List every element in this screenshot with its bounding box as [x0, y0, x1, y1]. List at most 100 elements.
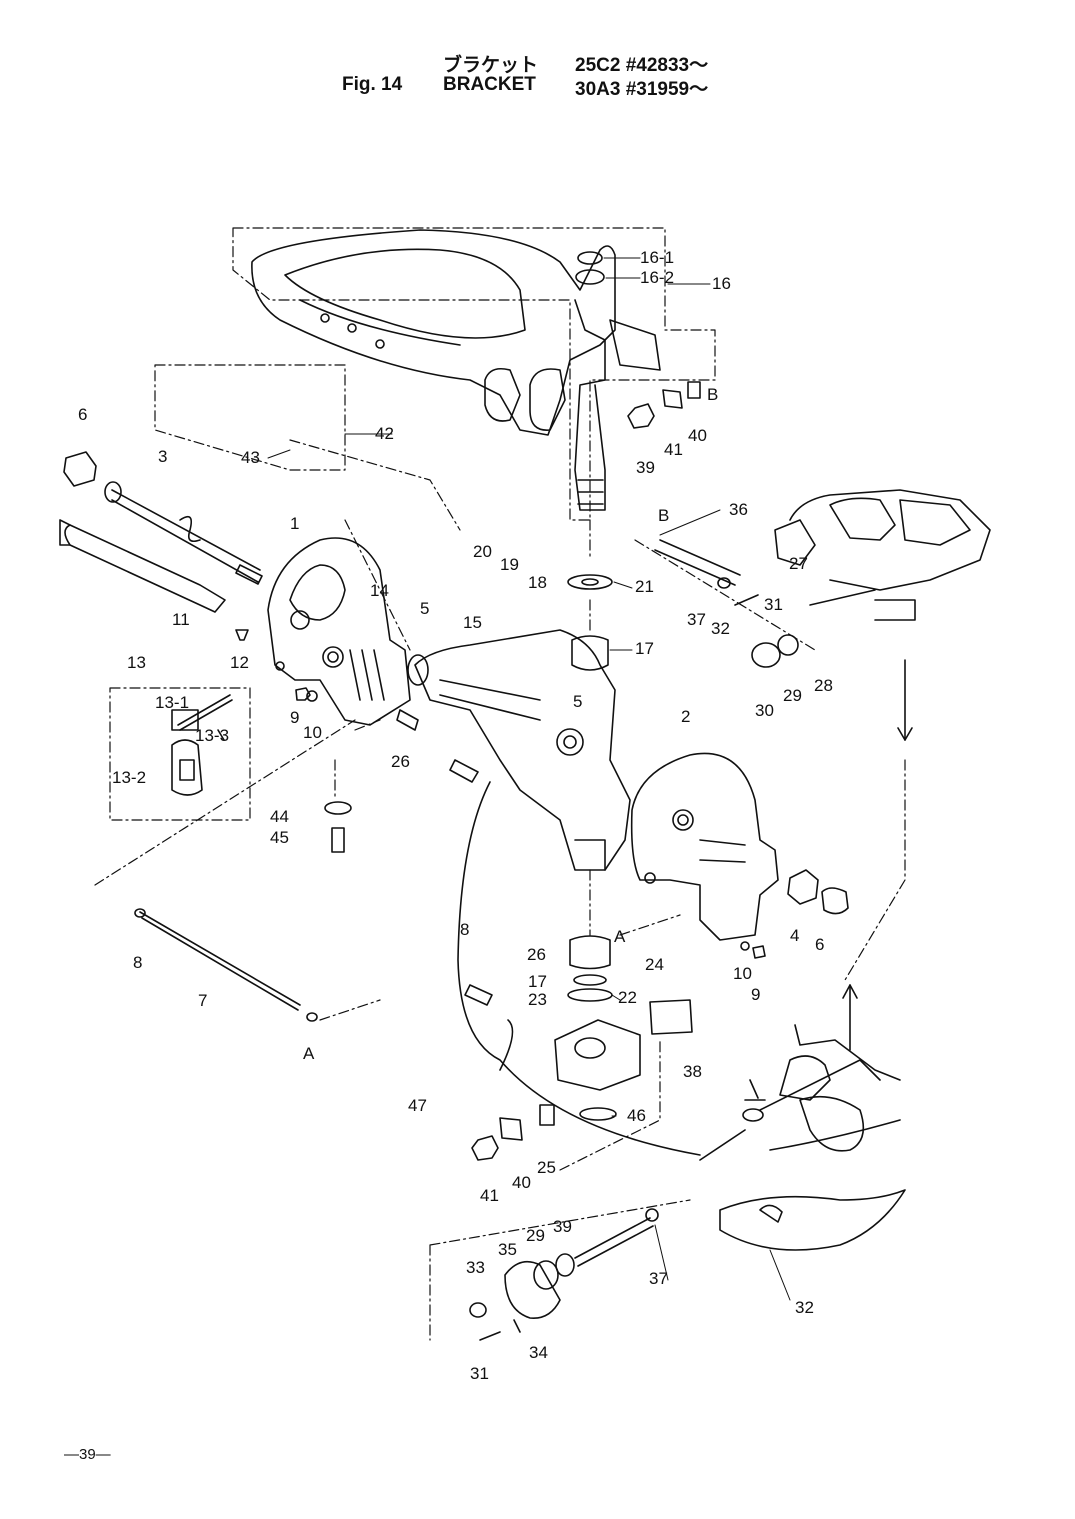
mount-flange — [874, 599, 916, 621]
callout-label: 9 — [290, 708, 299, 727]
damper-44 — [324, 801, 352, 815]
lower-mount-33 — [504, 1260, 561, 1319]
arrow-head-down — [897, 727, 913, 741]
bracket-right-boss-inner — [677, 814, 689, 826]
bushing-5-left — [407, 654, 429, 686]
callout-label: 40 — [688, 426, 707, 445]
page-number: —39— — [64, 1446, 111, 1463]
callout-label: 41 — [664, 440, 683, 459]
lower-mount-24 — [554, 1019, 641, 1091]
callout-label: 12 — [230, 653, 249, 672]
callout-label: 9 — [751, 985, 760, 1004]
callout-label: 5 — [420, 599, 429, 618]
callout-label: 37 — [649, 1269, 668, 1288]
serial-range-1: 25C2 #42833～ — [575, 55, 709, 76]
callout-label: 28 — [814, 676, 833, 695]
callout-label: 14 — [370, 581, 389, 600]
bushing-5-right-inner — [563, 735, 577, 749]
callout-label: 20 — [473, 542, 492, 561]
tilt-rod-break — [179, 515, 201, 543]
thru-shaft-7 — [139, 911, 301, 1011]
washer-22 — [567, 988, 613, 1002]
stern-bracket-left-outline — [267, 537, 411, 726]
callout-label: 8 — [133, 953, 142, 972]
swivel-bracket-lower — [574, 839, 606, 871]
callout-label: 31 — [470, 1364, 489, 1383]
ground-cable-46 — [457, 781, 701, 1156]
callout-label: 17 — [635, 639, 654, 658]
group-42-43-box — [154, 364, 346, 471]
leader-line — [769, 1249, 791, 1301]
washer-8-lower — [306, 1012, 318, 1022]
tilt-rod-end — [104, 481, 122, 503]
washer-16-2 — [575, 269, 605, 285]
bushing-17-upper — [571, 635, 609, 671]
callout-label: 41 — [480, 1186, 499, 1205]
tilt-lever-hook — [59, 519, 71, 546]
callout-label: A — [303, 1044, 315, 1063]
housing-edge — [794, 1024, 901, 1081]
bushing-5-right — [556, 728, 584, 756]
callout-label: 1 — [290, 514, 299, 533]
o-ring-16-1 — [577, 251, 603, 265]
guide-left-2 — [354, 719, 381, 731]
serial-range-2: 30A3 #31959～ — [575, 79, 709, 100]
callout-label: 39 — [636, 458, 655, 477]
steering-arm-window — [284, 248, 526, 339]
washer-30 — [751, 642, 781, 668]
guide-lower-center — [559, 1039, 661, 1171]
plate-40-lower — [539, 1104, 555, 1126]
callout-label: 16-1 — [640, 248, 674, 267]
callout-label: 10 — [733, 964, 752, 983]
callout-label: 42 — [375, 424, 394, 443]
callout-label: 19 — [500, 555, 519, 574]
callout-label: 23 — [528, 990, 547, 1009]
fitting-26-lower — [464, 984, 493, 1006]
callout-label: 11 — [172, 610, 190, 629]
bracket-right-boss — [672, 809, 694, 831]
nut-39-lower — [471, 1135, 499, 1161]
steering-arm-rib — [299, 299, 461, 346]
washer-29-upper — [777, 634, 799, 656]
guide-42 — [289, 439, 461, 531]
group-13-box — [109, 687, 251, 821]
callout-label: 36 — [729, 500, 748, 519]
callout-label: 22 — [618, 988, 637, 1007]
fitting-26-mid — [449, 759, 479, 783]
steering-arm-outline — [251, 229, 616, 436]
arm-hole-1 — [320, 313, 330, 323]
tilt-rod-nut-6 — [63, 451, 97, 487]
callout-label: 8 — [460, 920, 469, 939]
engine-mount-housing — [789, 489, 991, 591]
callout-label: 2 — [681, 707, 690, 726]
callout-label: 35 — [498, 1240, 517, 1259]
callout-label: 40 — [512, 1173, 531, 1192]
tilt-rod-thread — [235, 564, 263, 585]
centerline-left — [94, 719, 356, 886]
fitting-26-upper — [396, 709, 419, 731]
swivel-arm-group-box — [232, 227, 716, 521]
pin-13-3 — [217, 729, 225, 741]
callout-label: 45 — [270, 828, 289, 847]
bolt-34-head — [645, 1208, 659, 1222]
callout-label: 29 — [526, 1226, 545, 1245]
callout-label: 7 — [198, 991, 207, 1010]
arm-hole-2 — [347, 323, 357, 333]
callout-label: 25 — [537, 1158, 556, 1177]
lower-mount-bore — [574, 1037, 606, 1059]
leader-line — [267, 449, 291, 459]
nut-9-right — [752, 945, 766, 959]
engine-mount-pocket-2 — [899, 499, 971, 546]
leader-line — [613, 581, 633, 589]
bolt-28 — [809, 589, 876, 606]
tilt-lock-slot — [179, 759, 195, 781]
grease-nipple-12 — [235, 629, 249, 641]
callout-label: 44 — [270, 807, 289, 826]
figure-number: Fig. 14 — [342, 74, 403, 95]
callout-label: 21 — [635, 577, 654, 596]
arm-boss-right — [529, 368, 566, 431]
arm-boss-left — [484, 367, 521, 422]
o-ring-25 — [579, 1107, 617, 1121]
callout-label: 13-1 — [155, 693, 189, 712]
